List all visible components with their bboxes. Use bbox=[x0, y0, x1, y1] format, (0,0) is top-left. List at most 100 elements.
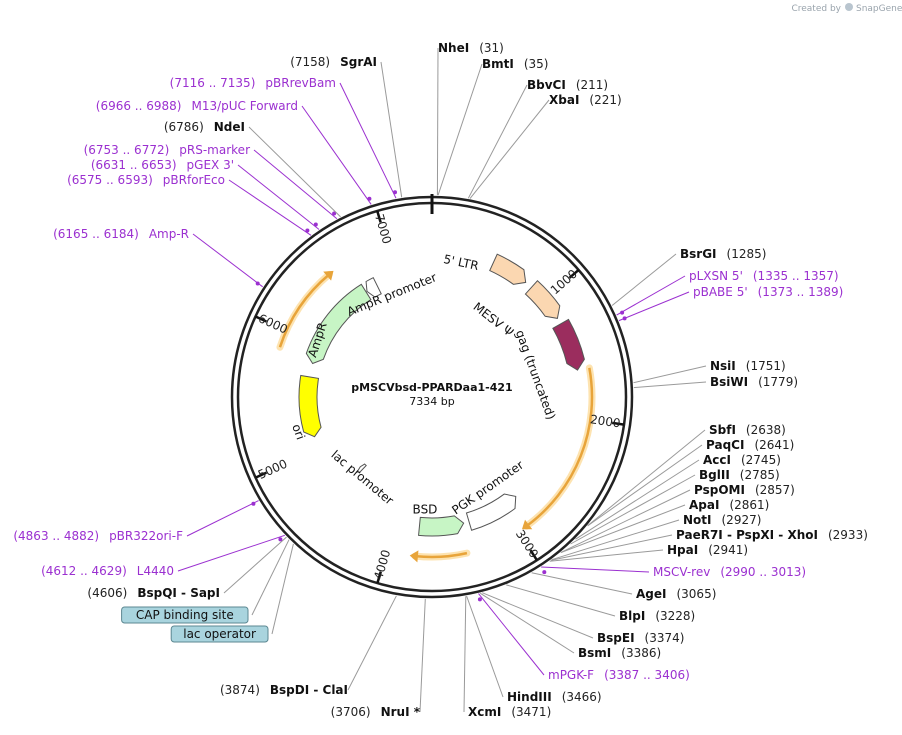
enzyme-name: PaqCI bbox=[706, 438, 744, 452]
leader-line-pgex-3 bbox=[237, 164, 320, 230]
enzyme-name: BspDI - ClaI bbox=[270, 683, 348, 697]
snapgene-logo-icon bbox=[845, 3, 853, 11]
site-label-nsii: NsiI (1751) bbox=[710, 359, 786, 373]
site-position: (35) bbox=[524, 57, 549, 71]
leader-line-ndei bbox=[248, 126, 341, 218]
snapgene-brand: Created by SnapGene bbox=[791, 3, 902, 14]
site-label-pgex-3: pGEX 3' (6631 .. 6653) bbox=[91, 158, 234, 172]
leader-line-lac-operator bbox=[271, 543, 294, 635]
orf-arc bbox=[278, 273, 331, 348]
leader-line-amp-r bbox=[192, 233, 264, 288]
primer-marker bbox=[251, 501, 256, 506]
primer-marker bbox=[332, 211, 337, 216]
tick-label: 5000 bbox=[256, 457, 290, 482]
primer-name: pGEX 3' bbox=[187, 158, 234, 172]
leader-line-pbrforeco bbox=[228, 179, 312, 236]
plasmid-backbone bbox=[230, 194, 634, 599]
site-position: (6631 .. 6653) bbox=[91, 158, 177, 172]
leader-line-acci bbox=[575, 459, 700, 540]
feature-badge-cap-binding-site bbox=[121, 606, 249, 624]
site-position: (6165 .. 6184) bbox=[53, 227, 139, 241]
enzyme-name: BsmI bbox=[578, 646, 611, 660]
site-label-pbabe-5: pBABE 5'(1373 .. 1389) bbox=[693, 285, 843, 299]
site-position: (2933) bbox=[828, 528, 868, 542]
enzyme-name: AgeI bbox=[636, 587, 666, 601]
site-label-pbrrevbam: pBRrevBam(7116 .. 7135) bbox=[170, 76, 336, 90]
leader-line-hpai bbox=[549, 549, 664, 562]
primer-name: MSCV-rev bbox=[653, 565, 710, 579]
primer-marker bbox=[278, 537, 283, 542]
site-label-mscv-rev: MSCV-rev(2990 .. 3013) bbox=[653, 565, 806, 579]
feature-arrow-amprp bbox=[365, 277, 382, 298]
site-position: (1751) bbox=[746, 359, 786, 373]
enzyme-name: HindIII bbox=[507, 690, 552, 704]
enzyme-name: NruI * bbox=[381, 705, 421, 719]
enzyme-name: PaeR7I - PspXI - XhoI bbox=[676, 528, 818, 542]
site-label-bspdi-clai: BspDI - ClaI(3874) bbox=[220, 683, 348, 697]
site-label-plxsn-5: pLXSN 5'(1335 .. 1357) bbox=[689, 269, 839, 283]
site-label-noti: NotI(2927) bbox=[683, 513, 761, 527]
site-label-prs-marker: pRS-marker(6753 .. 6772) bbox=[84, 143, 250, 157]
feature-label-gag: gag (truncated) bbox=[513, 328, 558, 421]
feature-arrow-lacp bbox=[356, 463, 367, 474]
leader-line-apai bbox=[560, 504, 686, 554]
leader-line-prs-marker bbox=[253, 149, 338, 220]
primer-name: L4440 bbox=[137, 564, 174, 578]
site-position: (221) bbox=[589, 93, 621, 107]
primer-marker bbox=[313, 222, 318, 227]
leader-line-bglii bbox=[570, 474, 696, 545]
tick-label: 3000 bbox=[513, 527, 541, 560]
site-label-nrui: NruI *(3706) bbox=[331, 705, 421, 719]
site-position: (3065) bbox=[676, 587, 716, 601]
enzyme-name: HpaI bbox=[667, 543, 698, 557]
orf-arrowhead bbox=[323, 270, 334, 281]
site-position: (6786) bbox=[164, 120, 204, 134]
enzyme-name: AccI bbox=[703, 453, 731, 467]
site-label-bspei: BspEI(3374) bbox=[597, 631, 684, 645]
feature-label-ltr: 5' LTR bbox=[442, 252, 480, 273]
site-label-ndei: NdeI(6786) bbox=[164, 120, 245, 134]
leader-line-bspei bbox=[482, 592, 594, 639]
site-position: (2857) bbox=[755, 483, 795, 497]
leader-line-sbfi bbox=[587, 429, 706, 526]
leader-line-mscv-rev bbox=[541, 566, 650, 573]
feature-arrows bbox=[298, 253, 585, 537]
site-position: (1779) bbox=[758, 375, 798, 389]
primer-marker bbox=[255, 281, 260, 286]
site-position: (1373 .. 1389) bbox=[758, 285, 844, 299]
site-label-mpgk-f: mPGK-F (3387 .. 3406) bbox=[548, 668, 690, 682]
enzyme-name: NsiI bbox=[710, 359, 736, 373]
site-label-pspomi: PspOMI(2857) bbox=[694, 483, 795, 497]
site-label-m13-puc-forward: M13/pUC Forward(6966 .. 6988) bbox=[96, 99, 298, 113]
tick-mark-6000 bbox=[254, 315, 267, 323]
site-position: (2927) bbox=[722, 513, 762, 527]
enzyme-name: SgrAI bbox=[340, 55, 377, 69]
leader-line-bsmi bbox=[479, 592, 575, 654]
site-position: (211) bbox=[576, 78, 608, 92]
leader-line-xcmi bbox=[463, 596, 467, 713]
primer-marker bbox=[622, 316, 627, 321]
site-label-xcmi: XcmI(3471) bbox=[468, 705, 551, 719]
feature-arrow-pgk bbox=[465, 493, 517, 531]
site-label-paqci: PaqCI(2641) bbox=[706, 438, 794, 452]
leader-line-bsrgi bbox=[611, 253, 677, 306]
site-position: (3387 .. 3406) bbox=[604, 668, 690, 682]
primer-name: M13/pUC Forward bbox=[191, 99, 298, 113]
leader-line-bspqi-sapi bbox=[223, 536, 287, 594]
feature-label-mesv: MESV Ψ bbox=[470, 300, 516, 340]
enzyme-name: BsrGI bbox=[680, 247, 717, 261]
site-label-sgrai: SgrAI(7158) bbox=[290, 55, 377, 69]
primer-marker bbox=[620, 310, 625, 315]
enzyme-name: BsiWI bbox=[710, 375, 748, 389]
leader-line-bbvci bbox=[467, 84, 528, 199]
tick-label: 7000 bbox=[372, 212, 394, 245]
leader-line-l4440 bbox=[177, 534, 285, 572]
site-position: (3386) bbox=[621, 646, 661, 660]
primer-marker bbox=[393, 190, 397, 195]
leader-line-plxsn-5 bbox=[616, 275, 686, 316]
enzyme-name: NheI bbox=[438, 41, 469, 55]
primer-name: Amp-R bbox=[149, 227, 189, 241]
primer-name: mPGK-F bbox=[548, 668, 594, 682]
primer-marker bbox=[542, 570, 547, 575]
